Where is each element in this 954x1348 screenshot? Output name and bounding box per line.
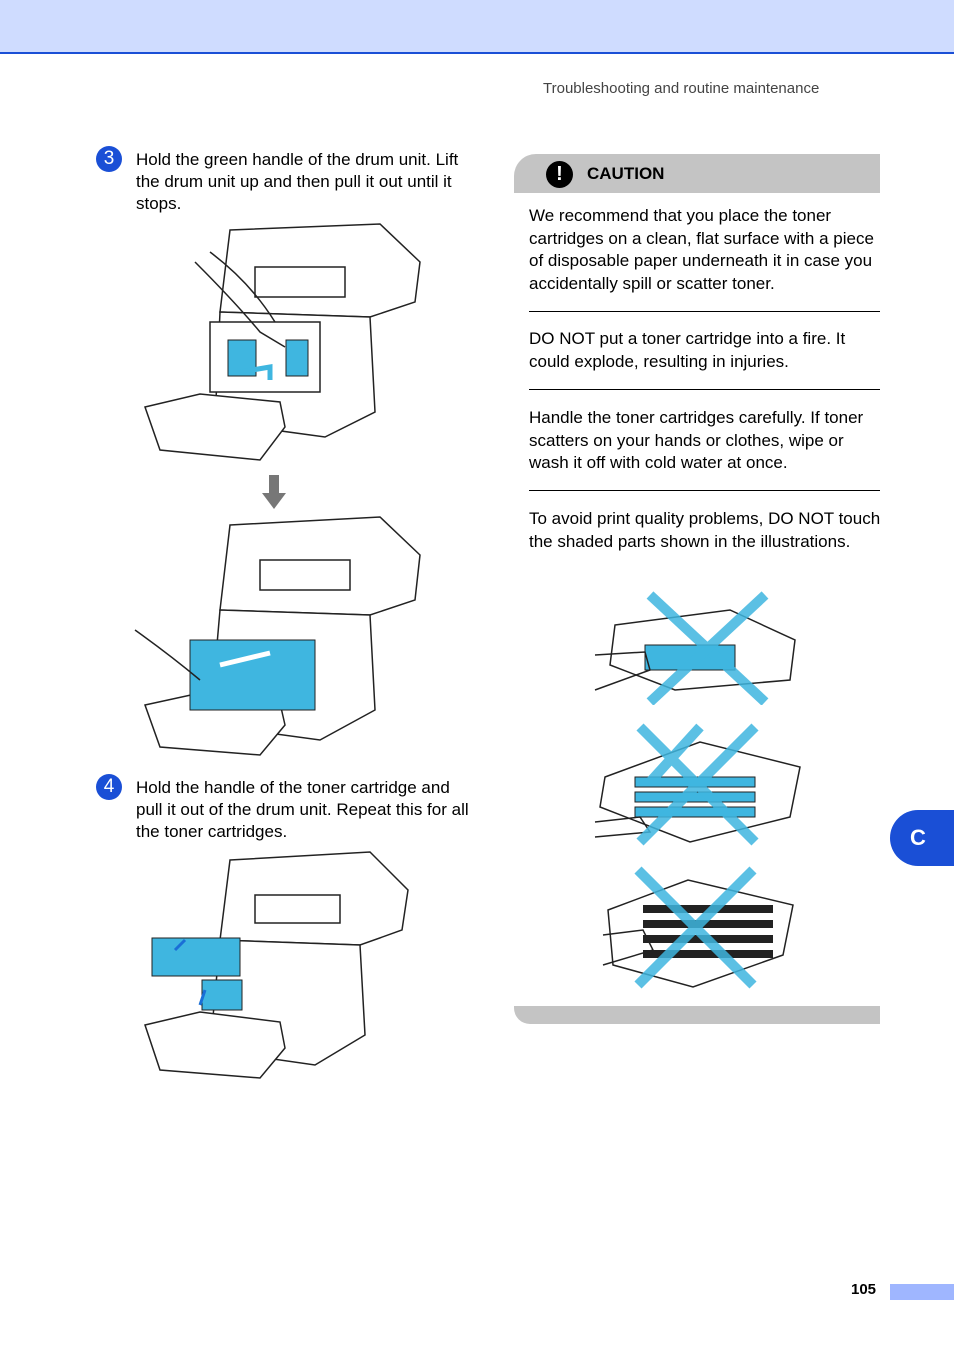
down-arrow-icon: [262, 475, 286, 509]
printer-lift-drum-illustration: [144, 223, 421, 461]
caution-paragraph: We recommend that you place the toner ca…: [529, 206, 874, 293]
step-number-badge: 4: [96, 774, 122, 800]
caution-paragraph: To avoid print quality problems, DO NOT …: [529, 509, 881, 551]
toner-cartridge-illustration: [594, 591, 796, 705]
caution-header: ! CAUTION: [514, 154, 880, 193]
top-banner: [0, 0, 954, 54]
caution-footer: [514, 1006, 880, 1024]
printer-drum-pulled-illustration: [134, 516, 421, 756]
warning-icon: !: [546, 161, 573, 188]
printer-toner-removal-illustration: [144, 851, 409, 1079]
drum-unit-illustration: [594, 723, 801, 846]
page-number-bar: [890, 1284, 954, 1300]
step-text: Hold the green handle of the drum unit. …: [136, 150, 459, 213]
drum-unit-underside-illustration: [602, 866, 794, 989]
step-text: Hold the handle of the toner cartridge a…: [136, 778, 469, 841]
caution-label: CAUTION: [587, 164, 665, 183]
running-header: Troubleshooting and routine maintenance: [543, 80, 820, 97]
divider: [529, 311, 880, 312]
divider: [529, 490, 880, 491]
caution-paragraph: Handle the toner cartridges carefully. I…: [529, 408, 864, 472]
chapter-tab: C: [890, 810, 954, 866]
page-number: 105: [851, 1281, 877, 1298]
divider: [529, 389, 880, 390]
step-number-badge: 3: [96, 146, 122, 172]
caution-paragraph: DO NOT put a toner cartridge into a fire…: [529, 329, 846, 371]
